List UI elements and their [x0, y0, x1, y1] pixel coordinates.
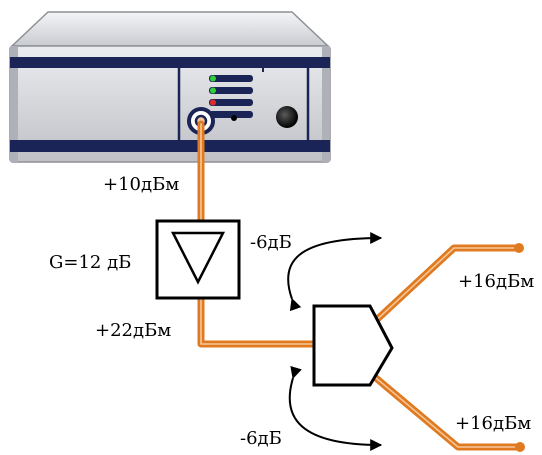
lower-output-label: +16дБм [455, 413, 531, 434]
led-red-icon [210, 99, 216, 106]
cable-splitter-to-upper-output [366, 244, 523, 330]
upper-loss-arrow-icon [287, 232, 383, 312]
indicator-dot-icon [231, 115, 237, 121]
lower-output-terminal-icon [515, 442, 525, 452]
status-leds [209, 75, 253, 121]
amplifier-triangle-icon [170, 231, 226, 285]
cables [197, 120, 524, 451]
led-green-2-icon [210, 87, 216, 94]
upper-output-terminal-icon [514, 243, 524, 253]
generator-output-label: +10дБм [103, 174, 179, 195]
generator-top-stripe [10, 57, 330, 68]
generator-control-panel [177, 62, 310, 144]
lower-loss-arrow-icon [288, 365, 383, 451]
amplifier-icon [155, 219, 241, 300]
cable-amplifier-to-splitter [197, 294, 320, 348]
lower-loss-label: -6дБ [240, 428, 282, 449]
amplifier-gain-label: G=12 дБ [49, 252, 131, 273]
generator-top-face [10, 11, 330, 47]
cable-splitter-to-lower-output [366, 369, 524, 451]
upper-loss-label: -6дБ [250, 232, 292, 253]
upper-output-label: +16дБм [458, 271, 534, 292]
amplifier-output-label: +22дБм [95, 320, 171, 341]
led-green-1-icon [210, 75, 216, 82]
signal-generator-icon [9, 11, 331, 163]
generator-knob-icon [276, 106, 298, 128]
